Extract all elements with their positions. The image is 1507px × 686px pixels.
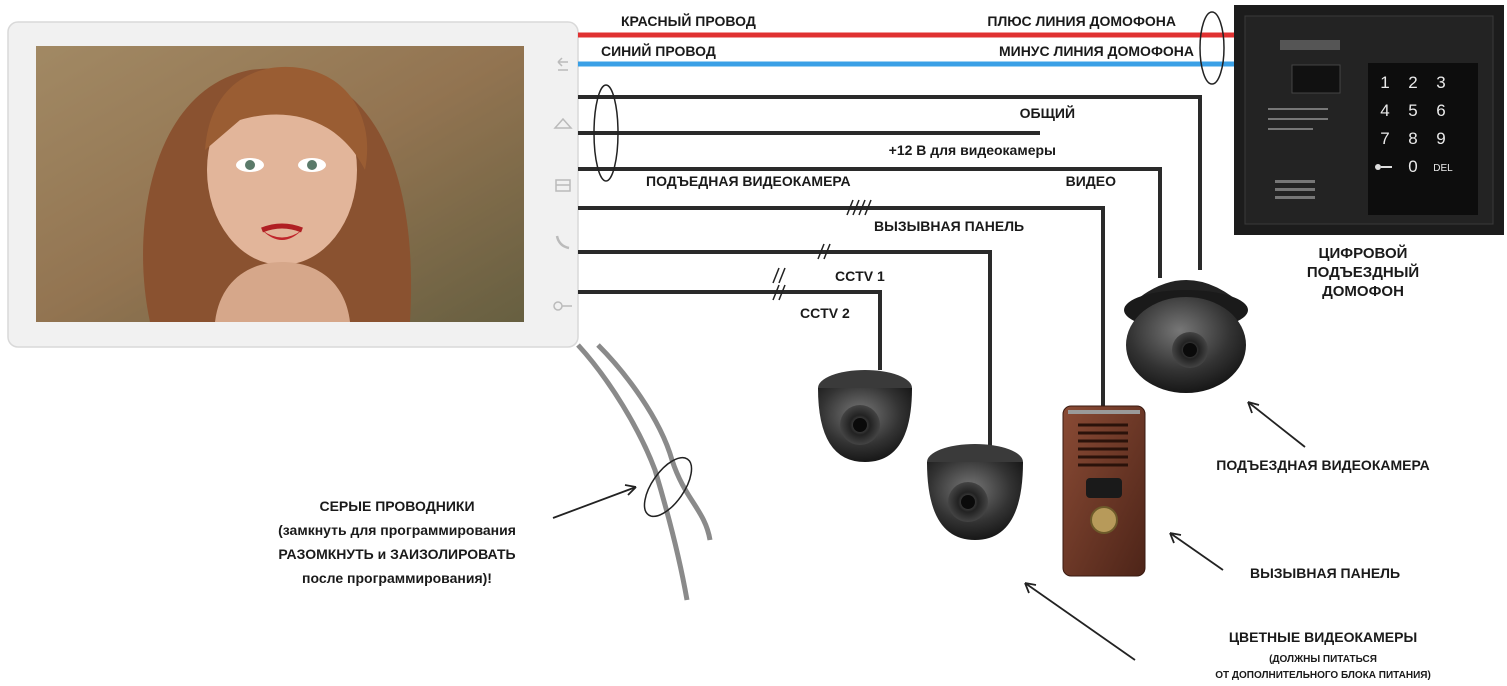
digital-intercom-caption: ЦИФРОВОЙ ПОДЪЕЗДНЫЙ ДОМОФОН	[1307, 244, 1419, 300]
svg-text:(замкнуть для программирования: (замкнуть для программирования	[278, 522, 516, 538]
svg-text:после программирования)!: после программирования)!	[302, 570, 492, 586]
intercom-display	[1291, 64, 1341, 94]
cctv2-label: CCTV 2	[800, 305, 850, 321]
common-wire	[578, 95, 1202, 270]
monitor-buttons	[553, 57, 573, 311]
minus-line-label: МИНУС ЛИНИЯ ДОМОФОНА	[999, 43, 1194, 59]
gray-wires-note: СЕРЫЕ ПРОВОДНИКИ (замкнуть для программи…	[278, 498, 516, 586]
video-wire	[578, 167, 1162, 278]
cctv2-wire	[578, 290, 882, 370]
video-label: ВИДЕО	[1066, 173, 1116, 189]
home-icon[interactable]	[553, 117, 573, 129]
call-panel-device	[1062, 405, 1146, 577]
color-cameras-callout: ЦВЕТНЫЕ ВИДЕОКАМЕРЫ (ДОЛЖНЫ ПИТАТЬСЯ ОТ …	[1215, 629, 1431, 681]
plus-line-label: ПЛЮС ЛИНИЯ ДОМОФОНА	[987, 13, 1176, 29]
key-3[interactable]: 3	[1436, 73, 1445, 92]
intercom-keypad	[1368, 63, 1478, 215]
svg-text:РАЗОМКНУТЬ и ЗАИЗОЛИРОВАТЬ: РАЗОМКНУТЬ и ЗАИЗОЛИРОВАТЬ	[278, 546, 515, 562]
key-1[interactable]: 1	[1380, 73, 1389, 92]
keypad-digits: 1 2 3 4 5 6 7 8 9 0 DEL	[1380, 73, 1453, 176]
key-0[interactable]: 0	[1408, 157, 1417, 176]
key-6[interactable]: 6	[1436, 101, 1445, 120]
gray-wires	[576, 343, 713, 601]
phone-icon[interactable]	[555, 235, 570, 250]
key-icon[interactable]	[553, 301, 572, 311]
key-4[interactable]: 4	[1380, 101, 1389, 120]
callout-arrows	[552, 401, 1306, 661]
key-7[interactable]: 7	[1380, 129, 1389, 148]
blue-wire-label: СИНИЙ ПРОВОД	[601, 42, 716, 59]
cctv1-label: CCTV 1	[835, 268, 885, 284]
cctv1-wire	[578, 250, 992, 446]
key-icon	[1375, 164, 1392, 170]
digital-intercom-panel: 1 2 3 4 5 6 7 8 9 0 DEL	[1234, 5, 1504, 235]
key-2[interactable]: 2	[1408, 73, 1417, 92]
call-panel-callout: ВЫЗЫВНАЯ ПАНЕЛЬ	[1250, 565, 1400, 581]
svg-text:ДОМОФОН: ДОМОФОН	[1322, 283, 1404, 300]
entrance-camera	[1124, 280, 1248, 393]
key-9[interactable]: 9	[1436, 129, 1445, 148]
black-wires	[578, 84, 1202, 446]
cctv1-camera	[927, 444, 1023, 540]
call-panel-wire	[578, 206, 1105, 408]
wire-count-marks	[772, 199, 872, 301]
svg-text:ЦВЕТНЫЕ ВИДЕОКАМЕРЫ: ЦВЕТНЫЕ ВИДЕОКАМЕРЫ	[1229, 629, 1417, 645]
key-del[interactable]: DEL	[1433, 163, 1453, 174]
svg-text:ПОДЪЕЗДНЫЙ: ПОДЪЕЗДНЫЙ	[1307, 263, 1419, 281]
entrance-camera-wire-label: ПОДЪЕДНАЯ ВИДЕОКАМЕРА	[646, 173, 851, 189]
call-panel-wire-label: ВЫЗЫВНАЯ ПАНЕЛЬ	[874, 218, 1024, 234]
screen-portrait	[36, 46, 524, 322]
back-icon[interactable]	[557, 57, 568, 71]
key-5[interactable]: 5	[1408, 101, 1417, 120]
red-wire-label: КРАСНЫЙ ПРОВОД	[621, 12, 756, 29]
video-monitor	[7, 21, 579, 348]
svg-text:ОТ ДОПОЛНИТЕЛЬНОГО БЛОКА ПИТАН: ОТ ДОПОЛНИТЕЛЬНОГО БЛОКА ПИТАНИЯ)	[1215, 670, 1431, 681]
svg-text:СЕРЫЕ ПРОВОДНИКИ: СЕРЫЕ ПРОВОДНИКИ	[319, 498, 474, 514]
common-label: ОБЩИЙ	[1020, 104, 1075, 121]
power12-label: +12 В для видеокамеры	[889, 142, 1056, 158]
svg-text:(ДОЛЖНЫ ПИТАТЬСЯ: (ДОЛЖНЫ ПИТАТЬСЯ	[1269, 654, 1377, 665]
call-button[interactable]	[1090, 506, 1118, 534]
camera-bundle-mark	[593, 84, 619, 182]
cctv2-camera	[818, 370, 912, 462]
menu-icon[interactable]	[555, 179, 571, 192]
svg-text:ЦИФРОВОЙ: ЦИФРОВОЙ	[1319, 244, 1408, 262]
line-bundle-mark	[1199, 11, 1225, 85]
key-8[interactable]: 8	[1408, 129, 1417, 148]
entrance-camera-callout: ПОДЪЕЗДНАЯ ВИДЕОКАМЕРА	[1216, 457, 1429, 473]
